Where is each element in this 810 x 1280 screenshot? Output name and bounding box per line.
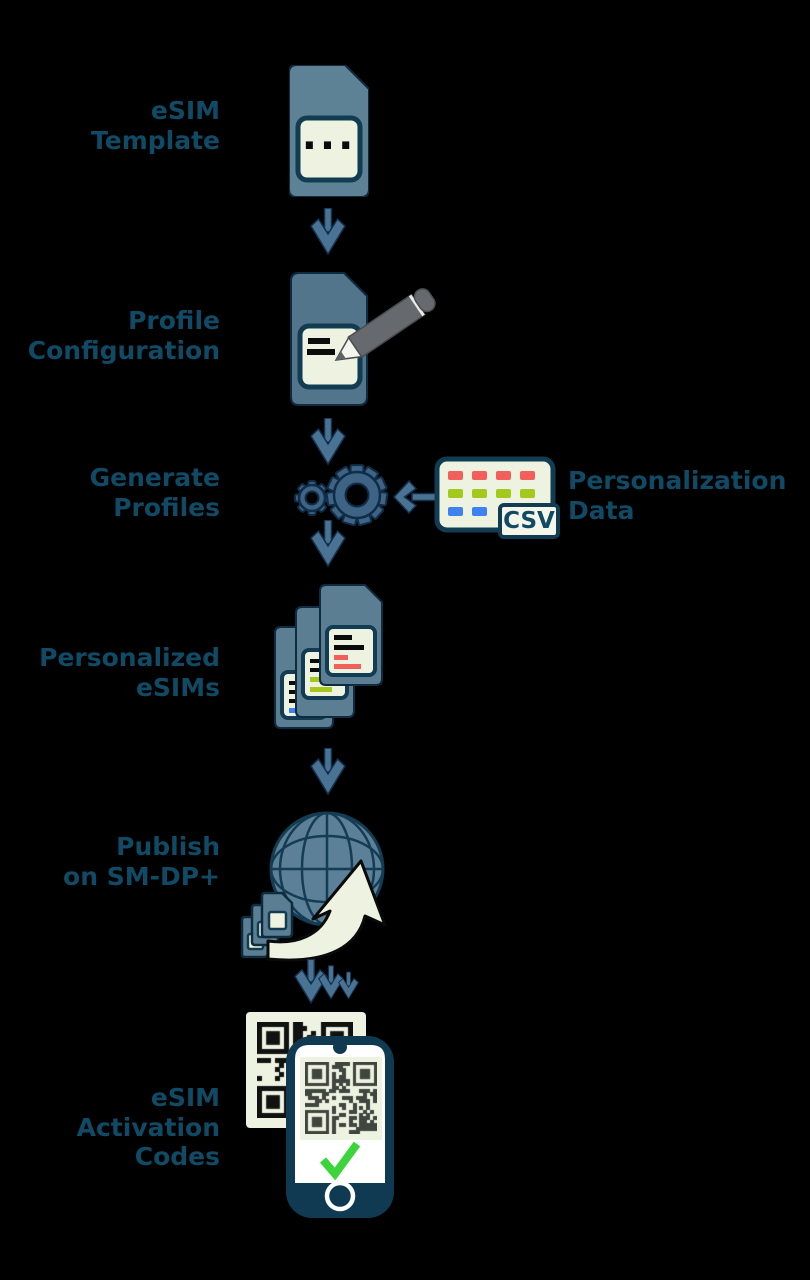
checkmark-icon bbox=[319, 1141, 361, 1181]
pencil-icon bbox=[334, 288, 436, 361]
step-label-personalized-esims: Personalized eSIMs bbox=[39, 643, 220, 702]
csv-rows bbox=[448, 471, 535, 516]
step-label-profile-configuration: Profile Configuration bbox=[27, 306, 220, 365]
sim-card-edit-icon bbox=[290, 272, 436, 406]
phone-notch bbox=[333, 1040, 347, 1054]
flow-arrow-down-4-icon bbox=[310, 748, 346, 796]
step-label-esim-activation-codes: eSIM Activation Codes bbox=[76, 1083, 220, 1171]
step-label-generate-profiles: Generate Profiles bbox=[89, 463, 220, 522]
ellipsis-dots: ... bbox=[301, 113, 357, 159]
flow-arrow-down-3-icon bbox=[310, 520, 346, 568]
home-button bbox=[324, 1180, 356, 1212]
gear-large-icon bbox=[325, 464, 389, 527]
sim-card-mini-stack-icon bbox=[240, 891, 294, 959]
csv-file-icon: CSV bbox=[434, 456, 564, 542]
gears-icon bbox=[294, 464, 389, 527]
sim-card-front bbox=[319, 584, 383, 686]
gear-small-icon bbox=[294, 480, 330, 516]
cascade-arrow-small-icon bbox=[338, 971, 359, 1000]
globe-publish-icon bbox=[240, 811, 387, 962]
sim-chip-panel bbox=[295, 115, 363, 183]
cascade-arrow-medium-icon bbox=[318, 965, 344, 1000]
side-label-personalization-data: Personalization Data bbox=[568, 466, 787, 525]
flow-arrow-left-icon bbox=[392, 479, 436, 515]
step-label-esim-template: eSIM Template bbox=[91, 96, 220, 155]
sim-card-stack-icon bbox=[274, 584, 383, 729]
sim-card-template-icon bbox=[289, 65, 369, 197]
qr-code-on-screen bbox=[305, 1062, 377, 1134]
flow-arrow-down-1-icon bbox=[310, 208, 346, 256]
step-label-publish-sm-dp: Publish on SM-DP+ bbox=[63, 832, 220, 891]
csv-badge: CSV bbox=[498, 503, 560, 539]
flow-arrow-down-2-icon bbox=[310, 418, 346, 466]
